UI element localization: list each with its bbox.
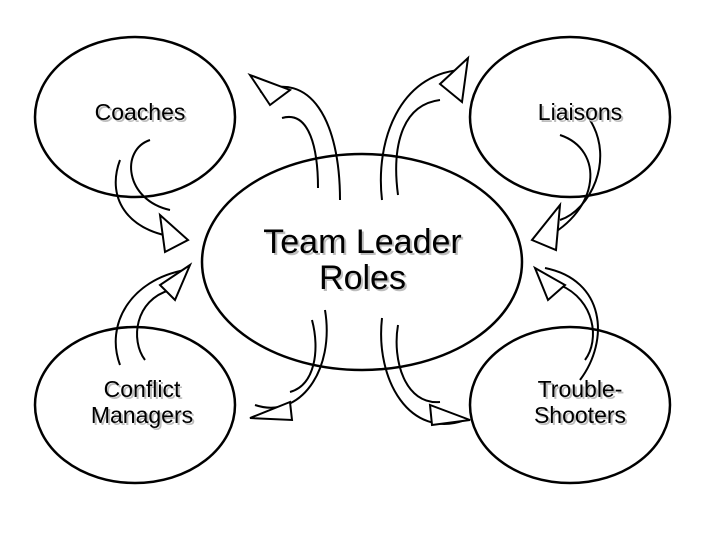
liaisons-label: Liaisons — [537, 99, 623, 125]
conflict-managers-label: Conflict Managers — [90, 376, 194, 428]
arrowhead-coaches-top — [247, 72, 293, 107]
arrowhead-conflict-left — [158, 262, 193, 302]
curve-arrow-liaisons-right-1 — [544, 134, 592, 239]
arrowhead-conflict-bottom — [249, 400, 294, 422]
center-ellipse — [200, 152, 524, 372]
role-ellipse-liaisons — [468, 35, 672, 199]
arrowhead-trouble-right — [532, 265, 567, 302]
curve-arrow-trouble-right-1 — [544, 267, 599, 381]
role-ellipse-coaches — [33, 35, 237, 199]
coaches-label: Coaches — [94, 99, 186, 125]
center-title: Team Leader Roles — [263, 223, 462, 297]
curve-arrow-trouble-right-2 — [559, 284, 594, 361]
curve-arrow-coaches-left-2 — [130, 139, 171, 211]
curve-arrow-conflict-left-2 — [136, 289, 171, 361]
curve-arrow-conflict-center-2 — [289, 319, 317, 393]
curve-arrow-liaisons-center-1 — [379, 69, 461, 201]
curve-arrow-conflict-left-1 — [114, 269, 186, 366]
arrowhead-coaches-left — [158, 212, 190, 254]
curve-arrow-trouble-center-2 — [395, 324, 441, 404]
arrowhead-liaisons-right — [530, 201, 562, 252]
role-ellipse-trouble-shooters — [468, 325, 672, 485]
curve-arrow-liaisons-center-2 — [395, 99, 441, 196]
curve-arrow-liaisons-right-2 — [559, 119, 602, 221]
role-ellipse-conflict-managers — [33, 325, 237, 485]
arrowhead-trouble-bottom — [428, 403, 471, 427]
curve-arrow-conflict-center-1 — [254, 309, 328, 409]
trouble-shooters-label: Trouble- Shooters — [533, 376, 627, 428]
curve-arrow-coaches-center-2 — [281, 115, 319, 189]
arrowhead-liaisons-top — [438, 55, 470, 104]
